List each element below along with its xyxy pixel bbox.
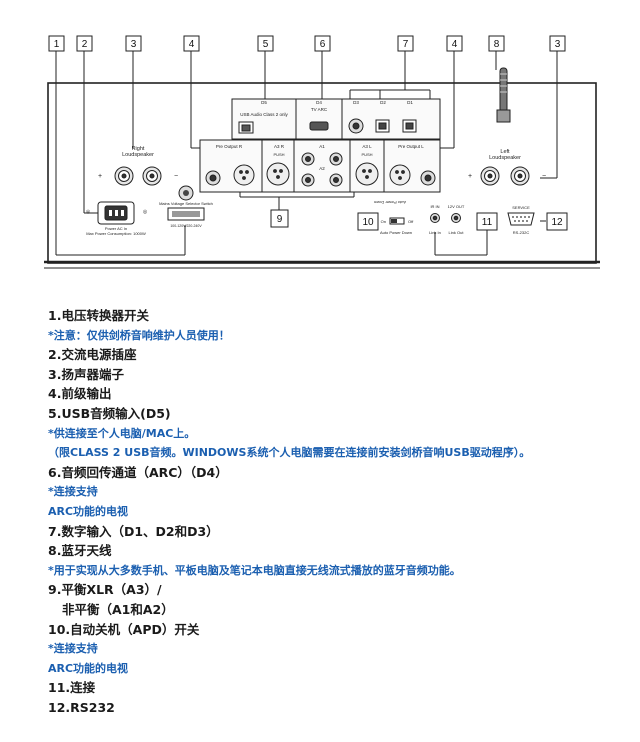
legend-item: 2.交流电源插座 (48, 347, 137, 363)
ir-label: IR IN (430, 204, 439, 209)
svg-text:Auto Power Down: Auto Power Down (374, 200, 406, 205)
link-in-label: Link In (429, 230, 441, 235)
right-speaker-label-1: Right (132, 146, 145, 152)
d4-tag: D4 (316, 100, 322, 105)
push-r: PUSH (273, 152, 284, 157)
svg-text:Auto Power Down: Auto Power Down (380, 230, 412, 235)
voltage-selector-switch: Mains Voltage Selector Switch 100-120V/2… (159, 201, 213, 228)
svg-text:−: − (174, 173, 178, 180)
legend-note: *注意：仅供剑桥音响维护人员使用！ (48, 328, 230, 342)
svg-text:RS-232C: RS-232C (513, 230, 530, 235)
callout-1: 1 (54, 39, 60, 50)
svg-text:Off: Off (408, 219, 414, 224)
apd-switch: Auto Power Down On Off Auto Power Down (374, 200, 414, 235)
svg-text:SERVICE: SERVICE (512, 205, 530, 210)
legend-note: ARC功能的电视 (48, 661, 129, 675)
callout-4: 4 (189, 39, 195, 50)
legend-note: *用于实现从大多数手机、平板电脑及笔记本电脑直接无线流式播放的蓝牙音频功能。 (48, 563, 461, 577)
legend-item: 4.前级输出 (48, 386, 112, 402)
push-l: PUSH (361, 152, 372, 157)
right-speaker-label-2: Loudspeaker (122, 152, 154, 158)
callout-6: 6 (320, 39, 326, 50)
callout-5: 5 (263, 39, 269, 50)
legend-note: *连接支持 (48, 642, 98, 656)
svg-text:+: + (468, 173, 472, 180)
legend-note: ARC功能的电视 (48, 504, 129, 518)
legend-item: 9.平衡XLR（A3）/ (48, 582, 162, 598)
callout-12: 12 (551, 217, 563, 228)
a3r-xlr (266, 162, 290, 186)
legend-item: 7.数字输入（D1、D2和D3） (48, 523, 219, 539)
svg-text:◎: ◎ (143, 209, 148, 215)
legend-list: 1.电压转换器开关 *注意：仅供剑桥音响维护人员使用！ 2.交流电源插座 3.扬声器端… (48, 306, 628, 717)
callout-2: 2 (82, 39, 88, 50)
a3l-xlr (355, 162, 379, 186)
a1-label: A1 (319, 144, 325, 149)
callout-9: 9 (277, 214, 283, 225)
legend-item: 6.音频回传通道（ARC）（D4） (48, 464, 228, 480)
preout-r-xlr (233, 164, 255, 186)
d3-tag: D3 (353, 100, 359, 105)
power-label: Power AC In (105, 226, 127, 231)
callout-10: 10 (362, 217, 374, 228)
link-out-label: Link Out (449, 230, 465, 235)
legend-item: 10.自动关机（APD）开关 (48, 621, 200, 637)
callout-8: 8 (494, 39, 500, 50)
a3r-label: A3 R (274, 144, 285, 149)
svg-text:+: + (98, 173, 102, 180)
tv-arc-label: TV ARC (311, 107, 328, 112)
legend-item: 8.蓝牙天线 (48, 543, 112, 559)
callout-3b: 3 (555, 39, 561, 50)
ac-power-inlet (97, 201, 135, 225)
hdmi-arc-port (309, 121, 329, 131)
svg-text:−: − (542, 173, 546, 180)
legend-item: 5.USB音频输入(D5) (48, 405, 171, 421)
a3l-label: A3 L (362, 144, 372, 149)
svg-text:100-120V/220-240V: 100-120V/220-240V (170, 224, 202, 228)
legend-item: 非平衡（A1和A2） (62, 601, 174, 617)
a2-label: A2 (319, 166, 325, 171)
d2-tag: D2 (380, 100, 386, 105)
left-speaker-label-2: Loudspeaker (489, 155, 521, 161)
trig-label: 12V OUT (448, 204, 465, 209)
preout-r-label: Pre Output R (216, 144, 243, 149)
rear-panel-diagram: 1 2 3 4 5 6 7 4 8 3 9 10 11 12 (44, 35, 600, 269)
legend-note: *供连接至个人电脑/MAC上。 (48, 426, 196, 440)
d5-tag: D5 (261, 100, 267, 105)
usb-label: USB Audio Class 2 only (240, 112, 288, 117)
legend-item: 11.连接 (48, 680, 96, 696)
bluetooth-antenna (496, 67, 511, 123)
svg-text:Max Power Consumption: 1000W: Max Power Consumption: 1000W (86, 231, 146, 236)
rs232-port: SERVICE RS-232C (507, 205, 535, 235)
callout-4b: 4 (452, 39, 458, 50)
svg-text:◎: ◎ (86, 209, 91, 215)
preout-l-xlr (389, 164, 411, 186)
callout-3: 3 (131, 39, 137, 50)
legend-item: 1.电压转换器开关 (48, 308, 149, 323)
legend-item: 3.扬声器端子 (48, 366, 124, 382)
d1-tag: D1 (407, 100, 413, 105)
svg-text:On: On (381, 219, 386, 224)
left-speaker-label-1: Left (500, 149, 510, 155)
legend-note: *连接支持 (48, 485, 98, 499)
preout-l-label: Pre Output L (398, 144, 424, 149)
svg-text:Mains Voltage Selector Switch: Mains Voltage Selector Switch (159, 201, 213, 206)
legend-note: （限CLASS 2 USB音频。WINDOWS系统个人电脑需要在连接前安装剑桥音… (48, 446, 531, 460)
callout-7: 7 (403, 39, 409, 50)
callout-11: 11 (482, 217, 493, 228)
legend-item: 12.RS232 (48, 699, 115, 715)
